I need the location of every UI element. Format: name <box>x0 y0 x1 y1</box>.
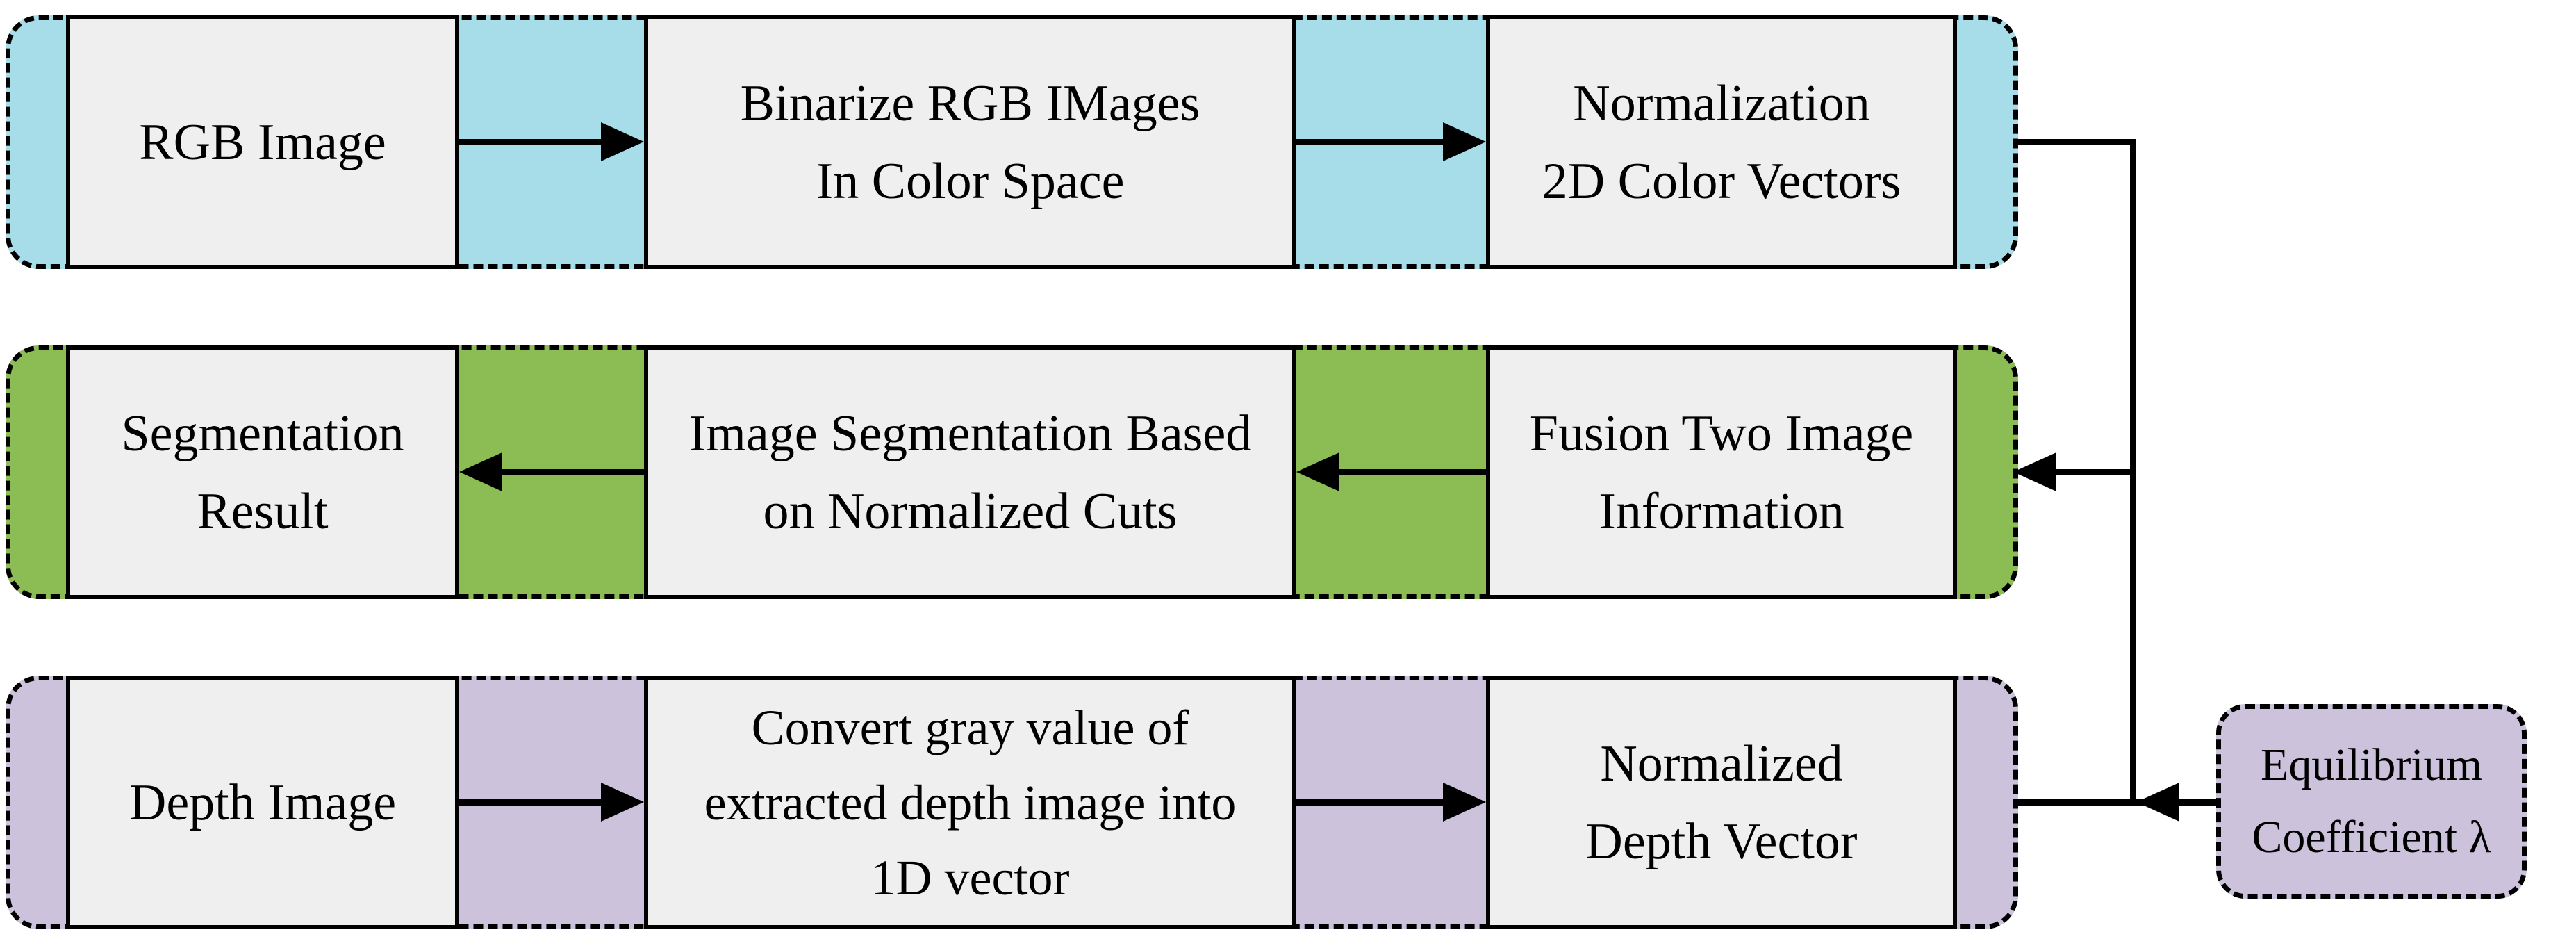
arrow-right-icon <box>601 783 644 822</box>
box-equilibrium-coefficient: Equilibrium Coefficient λ <box>2216 704 2527 899</box>
box-fusion-two-image: Fusion Two Image Information <box>1486 345 1957 599</box>
arrow-left-icon <box>459 452 502 491</box>
box-depth-image: Depth Image <box>66 676 459 929</box>
connector-bottom-line <box>2013 799 2216 806</box>
box-convert-gray-value: Convert gray value of extracted depth im… <box>644 676 1296 929</box>
connector-top-line <box>2013 139 2136 145</box>
box-image-segmentation-ncuts: Image Segmentation Based on Normalized C… <box>644 345 1296 599</box>
box-segmentation-result: Segmentation Result <box>66 345 459 599</box>
arrow-right-icon <box>1443 783 1486 822</box>
box-rgb-image: RGB Image <box>66 15 459 269</box>
arrow-right-icon <box>1443 122 1486 161</box>
box-normalized-depth-vector: Normalized Depth Vector <box>1486 676 1957 929</box>
arrow-left-icon <box>1296 452 1339 491</box>
arrow-left-icon <box>2013 452 2056 491</box>
connector-vertical-line <box>2130 139 2136 806</box>
arrow-right-icon <box>601 122 644 161</box>
box-normalization-2d-color: Normalization 2D Color Vectors <box>1486 15 1957 269</box>
equilibrium-arrow-left-icon <box>2136 783 2179 822</box>
box-binarize-rgb: Binarize RGB IMages In Color Space <box>644 15 1296 269</box>
